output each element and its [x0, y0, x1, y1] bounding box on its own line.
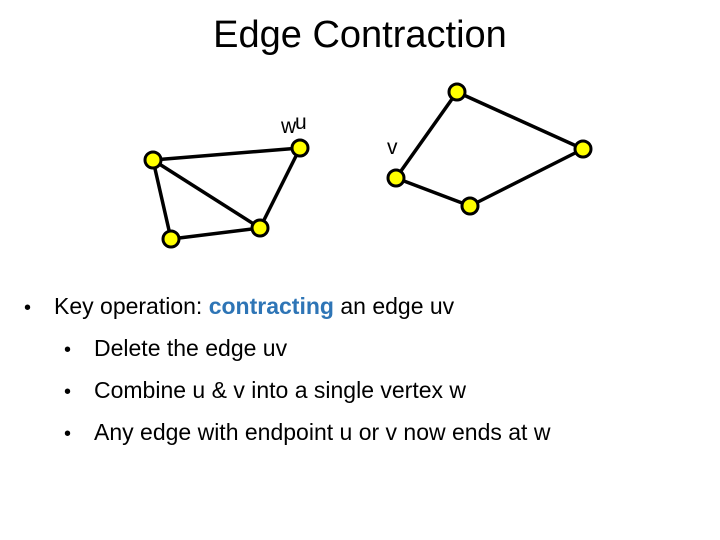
edge-right-bottom: [469, 147, 584, 208]
bullet-main-text: Key operation: contracting an edge uv: [54, 286, 454, 326]
bullet-sub-text: Any edge with endpoint u or v now ends a…: [94, 419, 551, 445]
vertex-label-u: u: [295, 111, 307, 134]
graph-edges: [151, 90, 584, 241]
bullet-sub: • Delete the edge uv: [24, 328, 714, 370]
bullet-sub: • Any edge with endpoint u or v now ends…: [24, 412, 714, 454]
bullet-dot: •: [64, 339, 72, 361]
bullet-main-highlight: contracting: [208, 293, 334, 319]
bullet-dot: •: [64, 423, 72, 445]
vertex-label-v: v: [387, 136, 398, 159]
edge-a-w: [152, 146, 301, 162]
vertex-c: [250, 218, 270, 238]
graph-vertices: [143, 82, 593, 249]
bullet-sub-text: Combine u & v into a single vertex w: [94, 377, 467, 403]
edge-a-b: [151, 159, 173, 240]
bullet-dot: •: [64, 381, 72, 403]
edge-v-top: [394, 90, 459, 180]
vertex-bottom: [460, 196, 480, 216]
edge-b-c: [170, 226, 261, 241]
vertex-v: [386, 168, 406, 188]
edge-v-bottom: [395, 176, 471, 208]
bullet-sub-text: Delete the edge uv: [94, 335, 288, 361]
slide-title: Edge Contraction: [213, 14, 507, 56]
vertex-a: [143, 150, 163, 170]
edge-w-c: [258, 147, 302, 229]
bullet-main-suffix: an edge uv: [333, 293, 455, 319]
bullet-dot: •: [24, 297, 32, 319]
vertex-top: [447, 82, 467, 102]
vertex-label-w: w: [280, 115, 297, 138]
bullet-sub: • Combine u & v into a single vertex w: [24, 370, 714, 412]
vertex-w: [290, 138, 310, 158]
vertex-right: [573, 139, 593, 159]
bullet-list: • Key operation: contracting an edge uv …: [24, 286, 714, 454]
edge-top-right: [456, 90, 584, 151]
vertex-b: [161, 229, 181, 249]
edge-a-c: [152, 158, 261, 230]
bullet-main: • Key operation: contracting an edge uv: [24, 286, 714, 328]
bullet-main-prefix: Key operation:: [54, 293, 209, 319]
